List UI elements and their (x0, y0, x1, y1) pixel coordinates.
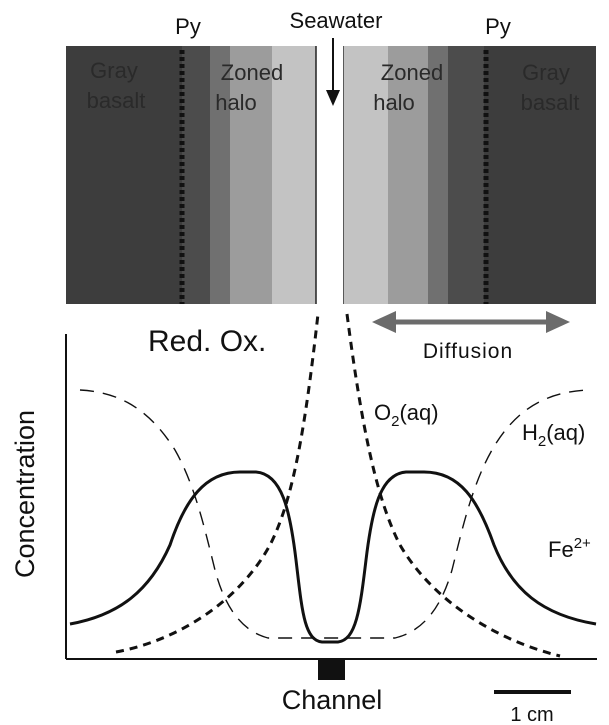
h2-label: H2(aq) (522, 420, 585, 450)
h2-curve (79, 389, 589, 639)
rock-section (66, 46, 596, 304)
left-halo-band-4 (272, 46, 316, 304)
o2-label-rest: (aq) (399, 400, 438, 425)
h2-label-sub: 2 (538, 433, 546, 450)
pyrite-label-right: Py (485, 14, 511, 39)
y-axis-label: Concentration (10, 410, 40, 578)
seawater-channel (316, 46, 344, 304)
scale-label: 1 cm (510, 704, 553, 725)
channel-marker (318, 660, 345, 680)
channel-label: Channel (282, 685, 383, 715)
left-halo-band-2 (210, 46, 230, 304)
h2-label-rest: (aq) (546, 420, 585, 445)
diffusion-label: Diffusion (423, 340, 513, 363)
left-halo-label-line1: Zoned (221, 60, 283, 85)
left-halo-band-3 (230, 46, 272, 304)
right-halo-label-line2: halo (373, 90, 415, 115)
left-gray-basalt (66, 46, 182, 304)
right-halo-band-4 (344, 46, 388, 304)
h2-label-base: H (522, 420, 538, 445)
right-halo-band-2 (428, 46, 448, 304)
seawater-arrow (326, 38, 340, 106)
fe2-curve (69, 470, 597, 644)
pyrite-label-left: Py (175, 14, 201, 39)
left-basalt-label-line1: Gray (90, 58, 138, 83)
right-halo-label-line1: Zoned (381, 60, 443, 85)
diffusion-arrow (372, 311, 570, 333)
fe2-label-sup: 2+ (574, 535, 591, 552)
left-halo-label-line2: halo (215, 90, 257, 115)
o2-label-base: O (374, 400, 391, 425)
right-halo-band-3 (388, 46, 428, 304)
left-basalt-label-line2: basalt (87, 88, 146, 113)
o2-curve (115, 313, 561, 658)
right-gray-basalt (484, 46, 596, 304)
fe2-label: Fe2+ (548, 535, 591, 562)
left-halo-band-1 (182, 46, 210, 304)
seawater-label: Seawater (290, 8, 383, 33)
o2-label-sub: 2 (391, 413, 399, 430)
right-basalt-label-line1: Gray (522, 60, 570, 85)
fe2-label-base: Fe (548, 537, 574, 562)
red-ox-label: Red. Ox. (148, 325, 266, 358)
o2-label: O2(aq) (374, 400, 439, 430)
right-basalt-label-line2: basalt (521, 90, 580, 115)
right-halo-band-1 (448, 46, 484, 304)
